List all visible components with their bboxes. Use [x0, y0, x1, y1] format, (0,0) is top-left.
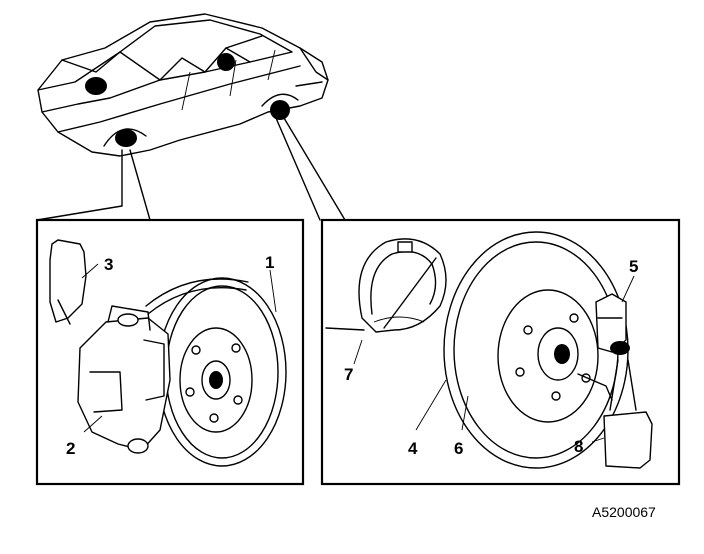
leader-lines [81, 263, 635, 443]
front-brake-assembly [49, 239, 287, 467]
front-brake-box [35, 218, 305, 486]
reference-code: A5200067 [592, 504, 656, 520]
callout-1: 1 [265, 253, 274, 272]
car-illustration [37, 13, 329, 157]
callout-2: 2 [66, 439, 75, 458]
callout-4: 4 [408, 439, 418, 458]
callout-8: 8 [574, 437, 583, 456]
connector-lines [36, 117, 346, 221]
callout-5: 5 [629, 257, 638, 276]
rear-brake-box [320, 218, 681, 486]
callout-6: 6 [454, 439, 463, 458]
rear-brake-assembly [325, 231, 653, 469]
callout-3: 3 [104, 255, 113, 274]
callout-7: 7 [344, 365, 353, 384]
